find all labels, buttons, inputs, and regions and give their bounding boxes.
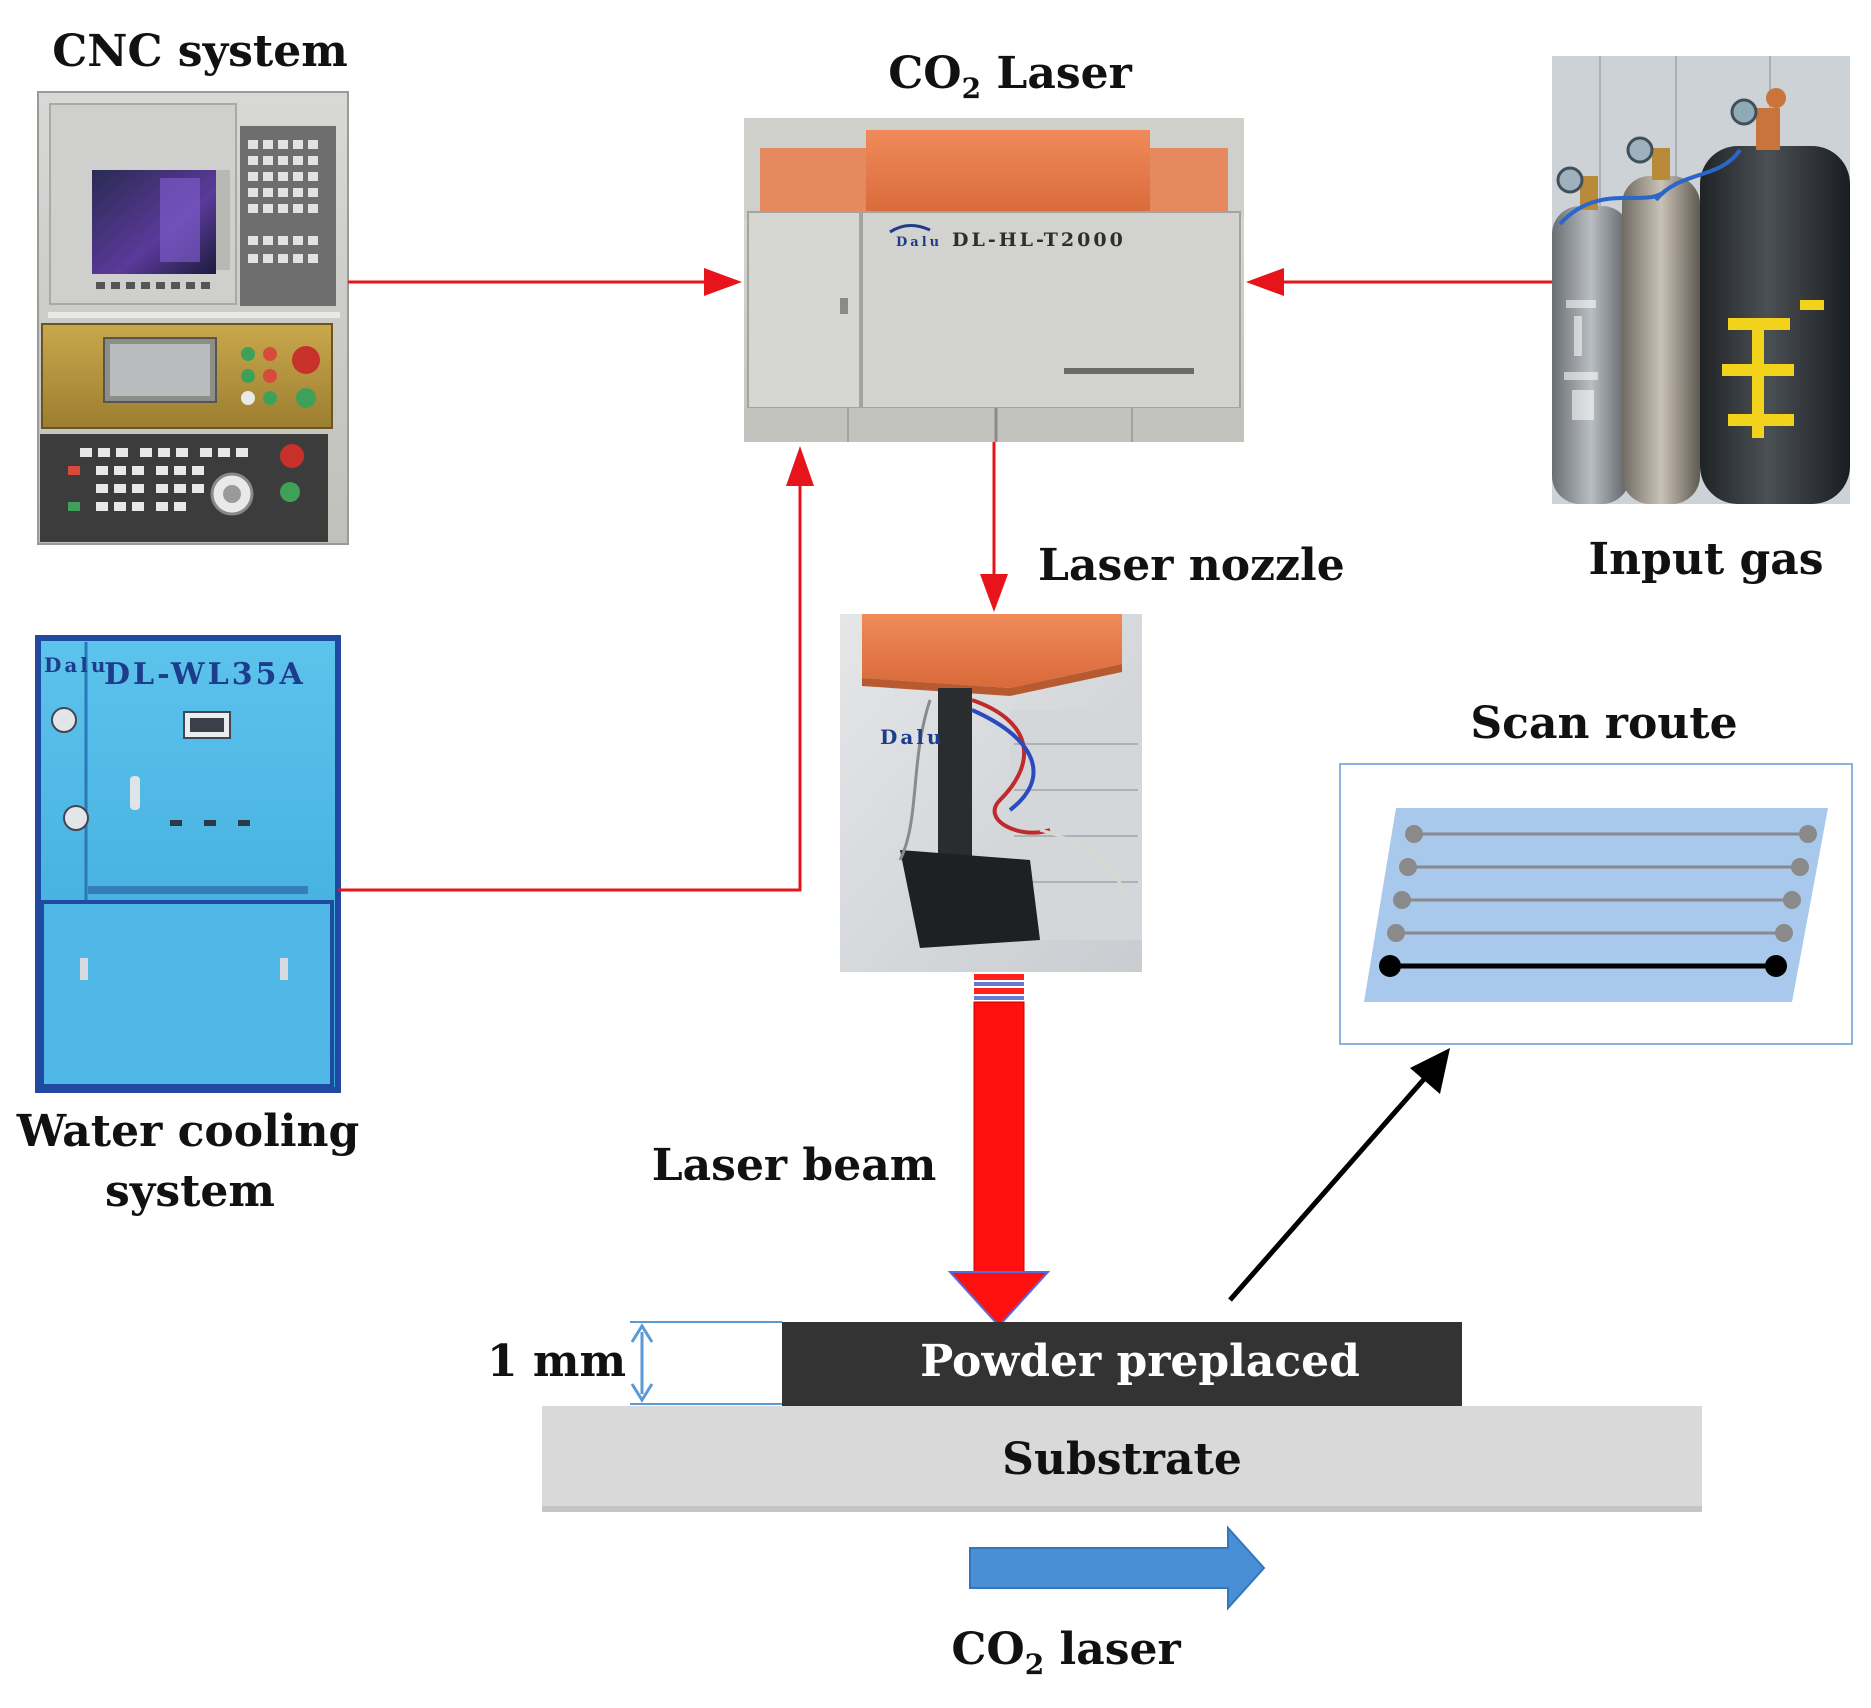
co2-direction-label: CO2 laser bbox=[951, 1624, 1181, 1681]
substrate-block bbox=[542, 1406, 1702, 1510]
laser-beam-label: Laser beam bbox=[652, 1140, 937, 1191]
laser-beam bbox=[947, 974, 1051, 1328]
co2-laser-photo: Dalu DL-HL-T2000 bbox=[744, 118, 1244, 442]
scan-route-plane bbox=[1364, 808, 1828, 1002]
scan-route-label: Scan route bbox=[1470, 698, 1737, 749]
water-to-laser-arrowhead bbox=[786, 446, 814, 486]
thickness-marker bbox=[630, 1321, 782, 1405]
scan-pass-end-dot bbox=[1799, 825, 1817, 843]
co2-direction-subscript: 2 bbox=[1025, 1648, 1044, 1681]
scan-pass-start-dot bbox=[1393, 891, 1411, 909]
flow-arrows bbox=[338, 268, 1552, 892]
powder-layer bbox=[782, 1322, 1462, 1406]
laser-nozzle-photo: Dalu bbox=[840, 614, 1142, 972]
scan-pass-end-dot bbox=[1783, 891, 1801, 909]
to-scan-route-arrow bbox=[1228, 1048, 1450, 1302]
scan-pass-start-dot bbox=[1405, 825, 1423, 843]
gas-cylinder-left bbox=[1552, 206, 1630, 504]
cnc-system-label: CNC system bbox=[52, 26, 348, 77]
scan-pass-start-dot bbox=[1379, 955, 1401, 977]
thickness-label: 1 mm bbox=[487, 1336, 626, 1387]
laser-model-text: DL-HL-T2000 bbox=[952, 229, 1126, 251]
gas-to-laser-arrowhead bbox=[1246, 268, 1284, 296]
beam-stripes bbox=[974, 974, 1024, 1000]
gas-cylinder-middle bbox=[1622, 176, 1700, 504]
water-to-laser-arrow bbox=[338, 484, 802, 892]
water-cooling-label-line2: system bbox=[105, 1166, 275, 1217]
input-gas-photo bbox=[1552, 56, 1850, 504]
chiller-brand-text: Dalu bbox=[44, 653, 108, 677]
scan-pass-start-dot bbox=[1387, 924, 1405, 942]
scan-pass-end-dot bbox=[1775, 924, 1793, 942]
nozzle-brand-text: Dalu bbox=[880, 725, 944, 749]
chiller-model-text: DL-WL35A bbox=[104, 657, 306, 692]
scan-pass-end-dot bbox=[1765, 955, 1787, 977]
beam-shaft bbox=[973, 1001, 1025, 1275]
co2-laser-subscript: 2 bbox=[962, 72, 981, 105]
powder-preplaced-label: Powder preplaced bbox=[920, 1336, 1360, 1387]
laser-nozzle-label: Laser nozzle bbox=[1038, 540, 1345, 591]
beam-arrowhead bbox=[947, 1271, 1051, 1328]
co2-laser-label: CO2 Laser bbox=[888, 48, 1132, 105]
substrate-label: Substrate bbox=[1002, 1434, 1242, 1485]
scan-route-panel bbox=[1339, 763, 1853, 1045]
scan-direction-arrow bbox=[969, 1525, 1266, 1611]
scan-passes bbox=[1379, 825, 1817, 977]
scan-pass-start-dot bbox=[1399, 858, 1417, 876]
cnc-system-photo bbox=[37, 91, 349, 545]
water-cooling-label-line1: Water cooling bbox=[16, 1106, 360, 1157]
laser-to-nozzle-arrowhead bbox=[980, 574, 1008, 612]
laser-brand-logo: Dalu bbox=[889, 224, 942, 250]
labels: CNC system CO2 Laser Input gas Laser noz… bbox=[16, 26, 1824, 1681]
water-cooling-photo: Dalu DL-WL35A bbox=[35, 635, 341, 1093]
input-gas-label: Input gas bbox=[1588, 534, 1823, 585]
workpiece bbox=[542, 1322, 1702, 1512]
scan-pass-end-dot bbox=[1791, 858, 1809, 876]
cnc-to-laser-arrowhead bbox=[704, 268, 742, 296]
laser-brand-text: Dalu bbox=[896, 235, 942, 250]
